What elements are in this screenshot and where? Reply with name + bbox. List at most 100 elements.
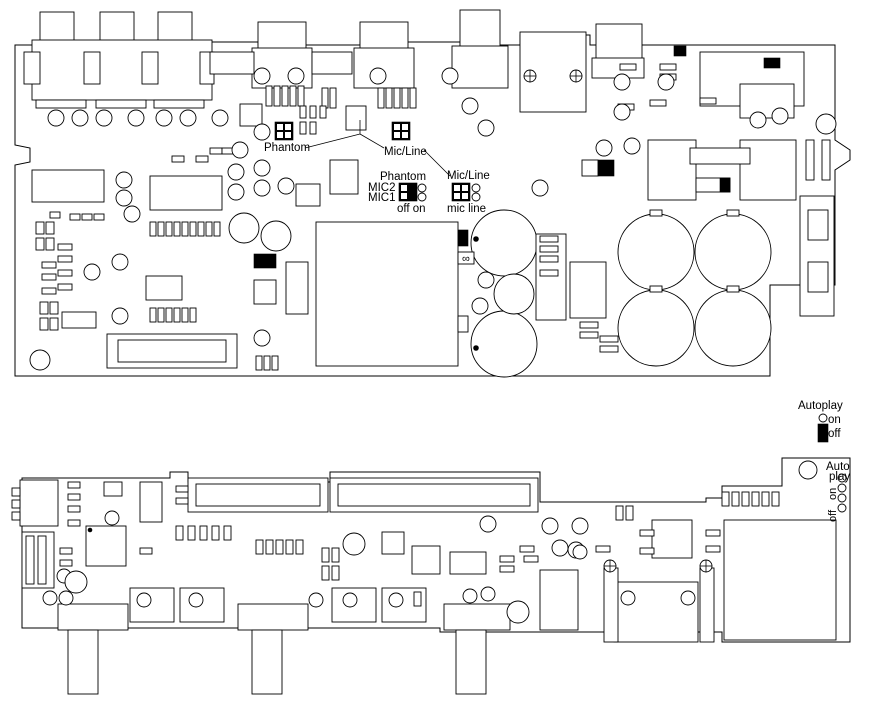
label-mic2: MIC2 [368,182,395,194]
resistor-array-bottom [59,481,780,607]
switch-phantom-left[interactable] [274,121,294,141]
small-capacitor [308,592,324,608]
right-upper-region [647,45,835,317]
resistor [271,355,279,371]
small-capacitor [231,141,249,159]
resistor [539,269,559,277]
small-capacitor [287,67,305,85]
small-capacitor [369,67,387,85]
resistor [195,155,209,163]
resistor [255,355,263,371]
label-edge-off: off [827,509,839,522]
small-capacitor [188,592,204,608]
small-capacitor [111,307,129,325]
resistor [615,505,624,521]
small-capacitor [471,297,489,315]
resistor [619,63,637,71]
resistor [139,547,153,555]
resistor [173,307,181,323]
label-autoplay: Autoplay [798,400,843,412]
autoplay-edge-switch: Auto play on off [798,460,850,522]
resistor [321,565,330,581]
resistor [639,547,655,555]
resistor [393,87,401,109]
label-phantom-left: Phantom [264,142,310,154]
resistor [45,221,55,235]
small-capacitor [749,111,767,129]
resistor [731,491,740,507]
potentiometer-left[interactable] [57,603,129,695]
xlr-socket-group [23,11,215,109]
label-mic1: MIC1 [368,192,395,204]
small-capacitor [253,329,271,347]
resistor [309,105,317,119]
small-capacitor [531,179,549,197]
small-capacitor [227,163,245,181]
resistor [255,539,264,555]
label-off-on: off on [397,203,426,215]
label-leaders [304,120,451,177]
small-capacitor [253,67,271,85]
resistor [165,307,173,323]
resistor [331,547,340,563]
potentiometer-center[interactable] [237,603,309,695]
resistor [539,245,559,253]
label-phantom-right: Phantom [380,171,426,183]
small-capacitor [620,590,636,606]
switch-phantom-mic[interactable] [398,182,427,202]
top-board: Phantom Mic/Line Phantom MIC2 MIC1 off o… [14,9,851,559]
switch-mic-line-right[interactable] [451,182,481,202]
resistor [499,555,515,563]
small-capacitor [388,592,404,608]
resistor [275,539,284,555]
resistor [49,317,59,331]
potentiometer-right[interactable] [443,603,511,695]
small-capacitor [64,570,88,594]
resistor [263,355,271,371]
small-capacitor [136,592,152,608]
small-capacitor [571,517,589,535]
resistor [57,243,73,251]
switch-mic-line-left[interactable] [391,121,411,141]
small-capacitor [613,103,631,121]
resistor [213,221,221,237]
small-capacitors-top [47,67,789,559]
autoplay-switch[interactable] [817,423,829,443]
resistor [41,273,57,281]
resistor [57,283,73,291]
resistor [499,565,515,573]
label-mic-line-right: Mic/Line [447,170,490,182]
small-capacitor [155,109,173,127]
resistor [295,539,304,555]
resistor-array-top [35,63,717,371]
small-capacitor [680,590,696,606]
resistor [579,331,599,339]
small-capacitor [551,539,569,557]
resistor [377,87,385,109]
small-capacitor [462,588,478,604]
label-infinity: ∞ [462,253,470,265]
resistor [49,211,61,219]
small-capacitor [342,532,366,556]
resistor [329,87,337,109]
resistor [35,221,45,235]
resistor [741,491,750,507]
small-capacitor [95,109,113,127]
small-capacitor [541,517,559,535]
label-play: play [829,471,850,483]
central-module [315,221,475,367]
ribbon-connector-top [106,333,238,369]
resistor [39,317,49,331]
resistor [285,539,294,555]
resistor [299,121,307,135]
resistor [49,301,59,315]
resistor [223,525,232,541]
resistor [331,565,340,581]
resistor [649,99,667,107]
resistor [265,539,274,555]
resistor [165,221,173,237]
resistor [659,63,677,71]
resistor [705,529,721,537]
resistor [39,301,49,315]
small-capacitors-bottom [42,510,696,624]
